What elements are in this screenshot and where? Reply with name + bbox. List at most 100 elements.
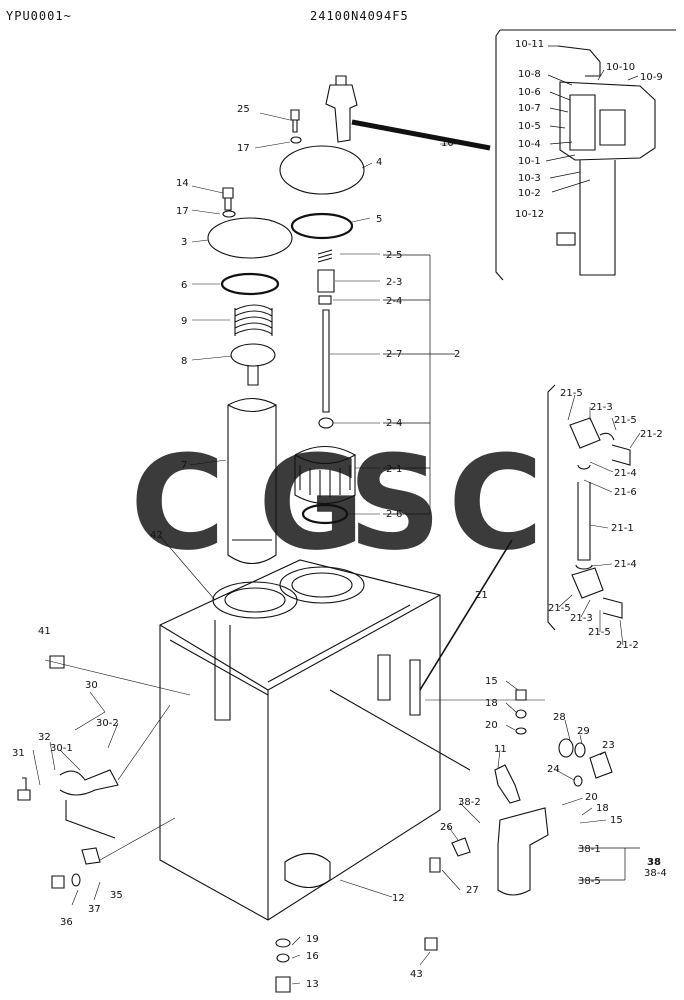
- label-2-5: 2-5: [386, 250, 402, 261]
- label-20a: 20: [485, 720, 498, 731]
- level-gauge: [409, 659, 421, 716]
- label-38-4: 38-4: [644, 868, 667, 879]
- label-2-3: 2-3: [386, 277, 402, 288]
- label-19: 19: [306, 934, 319, 945]
- label-21-5b: 21-5: [614, 415, 637, 426]
- fitting-28: [558, 738, 574, 758]
- label-18b: 18: [596, 803, 609, 814]
- cover-3: [207, 217, 293, 259]
- label-2-1: 2-1: [386, 464, 402, 475]
- oring-2-6: [301, 503, 349, 525]
- label-41: 41: [38, 626, 51, 637]
- clamp-27: [429, 857, 441, 873]
- label-38-2: 38-2: [458, 797, 481, 808]
- label-24: 24: [547, 764, 560, 775]
- label-10-9: 10-9: [640, 72, 663, 83]
- washer-20a: [515, 727, 527, 735]
- label-21: 21: [475, 590, 488, 601]
- bolt-43: [424, 937, 438, 951]
- label-10-5: 10-5: [518, 121, 541, 132]
- washer-2-4a: [318, 295, 332, 305]
- rod-2-7: [322, 309, 330, 413]
- breather-assembly: [557, 45, 656, 276]
- group-38-bracket: [578, 847, 640, 881]
- spring-9: [234, 304, 273, 336]
- label-21-6: 21-6: [614, 487, 637, 498]
- valve-8: [230, 343, 276, 367]
- gauge-21-parts: [569, 417, 631, 619]
- valve-8-stem: [247, 365, 259, 386]
- group-2-bracket: [383, 254, 455, 515]
- washer-17b: [222, 210, 236, 218]
- tank-42: [159, 559, 441, 921]
- nut-2-3: [317, 269, 335, 293]
- label-10-6: 10-6: [518, 87, 541, 98]
- filter-38: [497, 807, 549, 896]
- washer-37: [71, 873, 81, 887]
- label-4: 4: [376, 157, 382, 168]
- label-12: 12: [392, 893, 405, 904]
- label-32: 32: [38, 732, 51, 743]
- label-10-8: 10-8: [518, 69, 541, 80]
- label-2-4b: 2-4: [386, 418, 402, 429]
- label-30-2: 30-2: [96, 718, 119, 729]
- watermark-letter-c2: C: [448, 427, 543, 579]
- pipe-10-link: [351, 119, 491, 151]
- tank-port-left-inner: [224, 587, 286, 613]
- bolt-14: [222, 187, 234, 211]
- label-25: 25: [237, 104, 250, 115]
- label-21-1: 21-1: [611, 523, 634, 534]
- label-42: 42: [150, 530, 163, 541]
- label-2-6: 2-6: [386, 509, 402, 520]
- label-9: 9: [181, 316, 187, 327]
- label-2-4a: 2-4: [386, 296, 402, 307]
- inset-10-frame: [495, 29, 676, 281]
- label-10-2: 10-2: [518, 188, 541, 199]
- label-38-5: 38-5: [578, 876, 601, 887]
- oring-6: [220, 272, 280, 296]
- label-21-4a: 21-4: [614, 468, 637, 479]
- label-38-1: 38-1: [578, 844, 601, 855]
- washer-17a: [290, 136, 302, 144]
- inset-21-frame: [547, 384, 556, 631]
- element-2-1: [294, 446, 357, 504]
- label-37: 37: [88, 904, 101, 915]
- label-10-3: 10-3: [518, 173, 541, 184]
- label-16: 16: [306, 951, 319, 962]
- spring-2-5: [317, 249, 333, 263]
- label-17b: 17: [176, 206, 189, 217]
- bracket-11: [494, 764, 521, 804]
- label-6: 6: [181, 280, 187, 291]
- part-10-12: [556, 232, 576, 246]
- strainer-7: [227, 397, 278, 565]
- watermark-letter-c1: C: [130, 427, 225, 579]
- switch-26: [451, 837, 471, 857]
- bolt-13: [275, 976, 291, 993]
- watermark: C G S C: [130, 427, 543, 579]
- label-36: 36: [60, 917, 73, 928]
- label-8: 8: [181, 356, 187, 367]
- watermark-letter-g: G: [258, 427, 365, 579]
- plug-41: [49, 655, 65, 669]
- leader-lines: [32, 112, 641, 985]
- label-15b: 15: [610, 815, 623, 826]
- label-28: 28: [553, 712, 566, 723]
- label-10-12: 10-12: [515, 209, 544, 220]
- label-30: 30: [85, 680, 98, 691]
- label-15a: 15: [485, 676, 498, 687]
- pump-12: [284, 852, 331, 889]
- oring-5: [290, 212, 354, 240]
- label-17a: 17: [237, 143, 250, 154]
- label-10: 10: [441, 138, 454, 149]
- tank-port-right-inner: [291, 572, 353, 598]
- label-2-7: 2-7: [386, 349, 402, 360]
- label-23: 23: [602, 740, 615, 751]
- bolt-36: [51, 875, 65, 889]
- label-27: 27: [466, 885, 479, 896]
- label-20b: 20: [585, 792, 598, 803]
- gauge-21-link: [419, 539, 513, 691]
- bolt-25: [290, 109, 300, 133]
- label-11: 11: [494, 744, 507, 755]
- label-13: 13: [306, 979, 319, 990]
